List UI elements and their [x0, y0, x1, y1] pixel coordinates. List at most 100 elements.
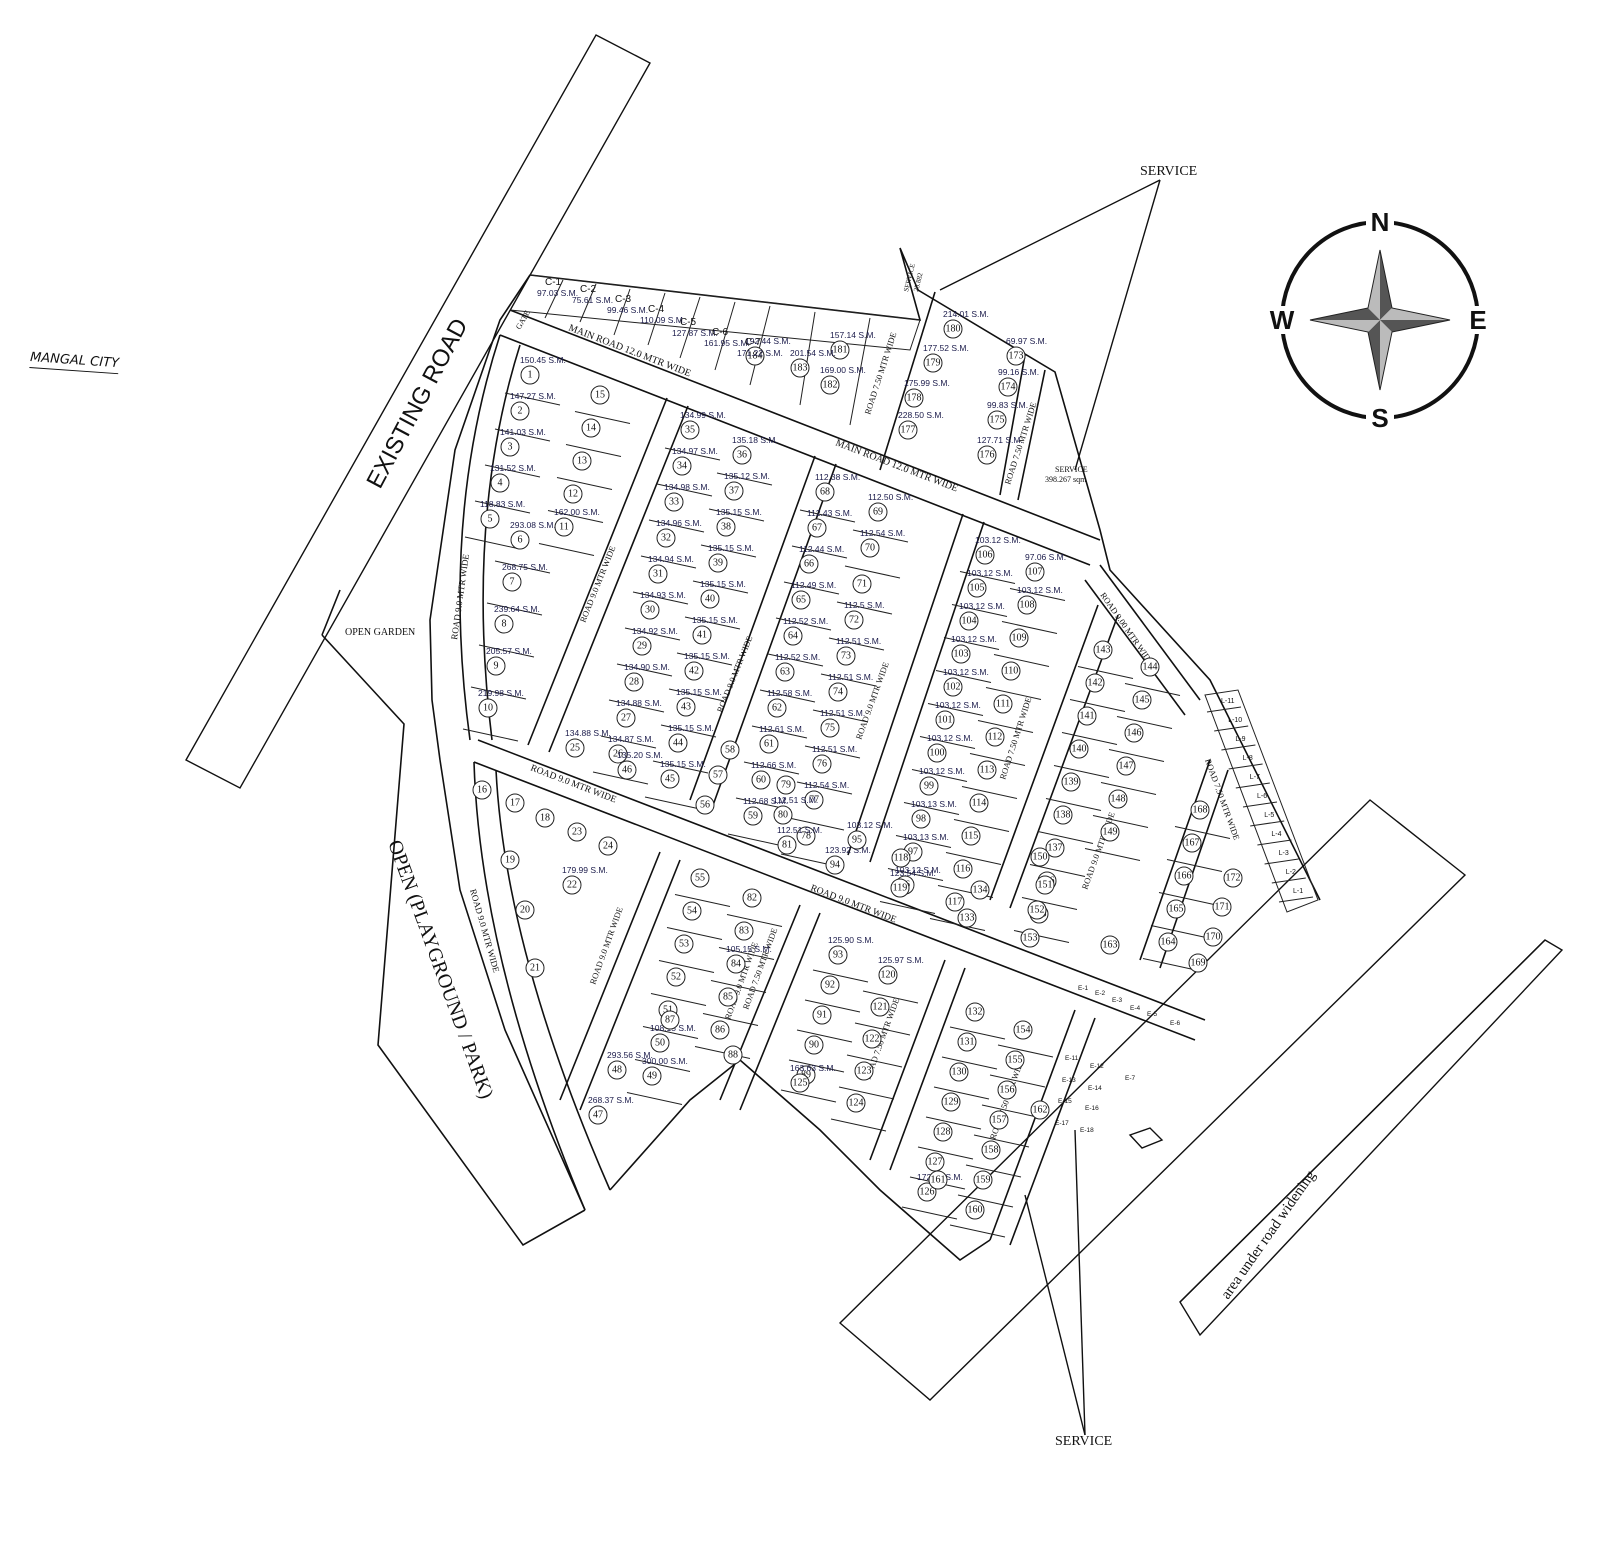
svg-text:67: 67 [812, 523, 822, 534]
e-plot-E-16: E-16 [1085, 1105, 1099, 1112]
svg-text:30: 30 [645, 605, 655, 616]
svg-text:163.63 S.M.: 163.63 S.M. [790, 1063, 836, 1073]
svg-text:52: 52 [671, 972, 681, 983]
svg-text:70: 70 [865, 543, 875, 554]
svg-text:103.12 S.M.: 103.12 S.M. [959, 601, 1005, 611]
svg-text:112.50 S.M.: 112.50 S.M. [868, 492, 913, 502]
plot-145: 145 [1132, 690, 1152, 710]
plot-24: 24 [598, 836, 618, 856]
svg-text:135.15 S.M.: 135.15 S.M. [660, 759, 706, 769]
svg-text:125: 125 [793, 1078, 808, 1089]
svg-text:135.15 S.M.: 135.15 S.M. [716, 507, 762, 517]
svg-text:147: 147 [1119, 761, 1134, 772]
svg-text:144: 144 [1143, 662, 1158, 673]
svg-text:112.51 S.M.: 112.51 S.M. [773, 795, 818, 805]
svg-text:175: 175 [990, 415, 1005, 426]
commercial-C-3: C-399.46 S.M. [607, 294, 648, 315]
plot-86: 86 [710, 1020, 730, 1040]
plot-127: 127 [925, 1152, 945, 1172]
plot-151: 151 [1035, 875, 1055, 895]
svg-text:103.12 S.M.: 103.12 S.M. [927, 733, 973, 743]
svg-text:36: 36 [737, 450, 747, 461]
svg-text:88: 88 [728, 1050, 738, 1061]
plot-164: 164 [1158, 932, 1178, 952]
svg-text:134.93 S.M.: 134.93 S.M. [640, 590, 686, 600]
svg-text:134: 134 [973, 885, 988, 896]
svg-text:268.37 S.M.: 268.37 S.M. [588, 1095, 634, 1105]
e-plot-E-13: E-13 [1062, 1077, 1076, 1084]
svg-text:64: 64 [788, 631, 798, 642]
plot-129: 129 [941, 1092, 961, 1112]
svg-text:112.49 S.M.: 112.49 S.M. [791, 580, 836, 590]
svg-text:126: 126 [920, 1187, 935, 1198]
svg-text:11: 11 [559, 522, 569, 533]
road-widening-label: area under road widening [1218, 1168, 1319, 1303]
svg-text:111: 111 [996, 699, 1010, 710]
svg-text:135.18 S.M.: 135.18 S.M. [732, 435, 778, 445]
plot-16: 16 [472, 780, 492, 800]
plot-154: 154 [1013, 1020, 1033, 1040]
plot-21: 21 [525, 958, 545, 978]
svg-text:131.52 S.M.: 131.52 S.M. [490, 463, 536, 473]
l-plot-L-1: L-1 [1293, 888, 1303, 895]
plot-110: 110 [1001, 661, 1021, 681]
svg-text:45: 45 [665, 774, 675, 785]
plot-57: 57 [708, 765, 728, 785]
svg-text:154: 154 [1016, 1025, 1031, 1036]
svg-text:158: 158 [984, 1145, 999, 1156]
svg-text:180: 180 [946, 324, 961, 335]
svg-text:168: 168 [1193, 805, 1208, 816]
e-plot-E-2: E-2 [1095, 990, 1106, 997]
svg-text:102: 102 [946, 682, 961, 693]
svg-text:162.00 S.M.: 162.00 S.M. [554, 507, 600, 517]
svg-text:112.68 S.M.: 112.68 S.M. [743, 796, 788, 806]
svg-text:75.61 S.M.: 75.61 S.M. [572, 295, 613, 305]
plot-20: 20 [515, 900, 535, 920]
commercial-C-2: C-275.61 S.M. [572, 284, 613, 305]
svg-text:C-3: C-3 [615, 294, 632, 305]
plot-14: 14 [581, 418, 601, 438]
road-left-label: ROAD 9.0 MTR WIDE [449, 553, 471, 640]
plot-152: 152 [1027, 900, 1047, 920]
svg-text:65: 65 [796, 595, 806, 606]
svg-text:29: 29 [637, 641, 647, 652]
plot-56: 56 [695, 795, 715, 815]
svg-text:28: 28 [629, 677, 639, 688]
svg-text:177.52 S.M.: 177.52 S.M. [923, 343, 969, 353]
l-plot-L-9: L-9 [1235, 736, 1245, 743]
plot-11: 11 162.00 S.M. [554, 507, 600, 537]
svg-text:75: 75 [825, 723, 835, 734]
svg-text:122: 122 [865, 1034, 880, 1045]
l-plot-L-11: L-11 [1221, 698, 1235, 705]
svg-text:53: 53 [679, 939, 689, 950]
svg-text:44: 44 [673, 738, 683, 749]
svg-text:112.52 S.M.: 112.52 S.M. [783, 616, 828, 626]
svg-text:C-2: C-2 [580, 284, 597, 295]
svg-text:135.15 S.M.: 135.15 S.M. [700, 579, 746, 589]
svg-text:49: 49 [647, 1071, 657, 1082]
road-750-a-label: ROAD 7.50 MTR WIDE [862, 331, 898, 416]
svg-text:112.38 S.M.: 112.38 S.M. [815, 472, 860, 482]
svg-text:17: 17 [510, 798, 520, 809]
plot-18: 18 [535, 808, 555, 828]
plot-111: 111 [993, 694, 1013, 714]
svg-text:80: 80 [778, 810, 788, 821]
svg-text:69.97 S.M.: 69.97 S.M. [1006, 336, 1047, 346]
